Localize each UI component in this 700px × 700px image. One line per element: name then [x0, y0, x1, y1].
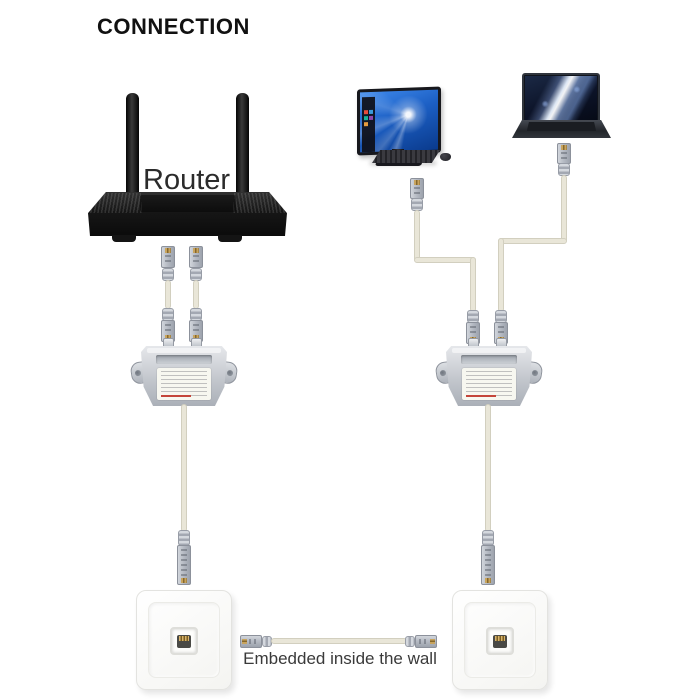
splitter-slot [461, 355, 517, 364]
rj45-wall-jack-icon [170, 627, 198, 655]
jack-opening [493, 635, 507, 648]
splitter-body [446, 346, 532, 406]
splitter-wiring-label [157, 368, 211, 400]
rj45-plug-icon [557, 143, 571, 164]
splitter-wiring-label [462, 368, 516, 400]
wall-plate-inner-frame [148, 602, 220, 678]
router-icon [88, 192, 287, 236]
router-antenna-right-icon [236, 93, 249, 195]
desktop-computer-icon [352, 86, 462, 176]
rj45-plug-icon [189, 246, 203, 268]
page-title: CONNECTION [97, 14, 250, 39]
ethernet-cable [470, 257, 476, 312]
router-vent-right [233, 193, 285, 213]
wall-plate-inner-frame [464, 602, 536, 678]
ethernet-cable [561, 175, 567, 243]
router-top-panel [140, 195, 236, 212]
router-antenna-left-icon [126, 93, 139, 195]
rj45-plug-icon [161, 246, 175, 268]
rj45-plug-icon [177, 545, 191, 585]
cable-boot [405, 636, 415, 647]
cable-boot [178, 530, 190, 546]
laptop-keyboard-base [512, 120, 611, 138]
label-red-mark [161, 395, 191, 397]
ethernet-cable [181, 404, 187, 532]
ethernet-cable [414, 257, 476, 263]
laptop-wallpaper [525, 76, 597, 121]
ethernet-cable [485, 404, 491, 532]
router-vent-left [90, 193, 142, 213]
windows-wallpaper [360, 89, 438, 153]
rj45-wall-jack-icon [486, 627, 514, 655]
in-wall-ethernet-cable [271, 638, 407, 644]
rj45-plug-icon [410, 178, 424, 199]
cable-boot [482, 530, 494, 546]
laptop-icon [509, 70, 614, 140]
wall-cable-caption: Embedded inside the wall [243, 649, 437, 668]
router-foot-right [218, 235, 242, 242]
splitter-slot [156, 355, 212, 364]
ethernet-splitter-left [129, 338, 239, 406]
rj45-plug-icon [240, 635, 262, 648]
router-label: Router [143, 164, 231, 196]
splitter-body [141, 346, 227, 406]
splitter-rim [147, 348, 221, 353]
wall-plate-right [452, 590, 548, 690]
rj45-plug-icon [481, 545, 495, 585]
ethernet-cable [414, 210, 420, 262]
wall-plate-left [136, 590, 232, 690]
ethernet-cable [165, 280, 171, 309]
rj45-plug-icon [415, 635, 437, 648]
start-menu-strip [362, 96, 375, 153]
splitter-rim [452, 348, 526, 353]
ethernet-cable [498, 238, 504, 312]
ethernet-cable [498, 238, 567, 244]
label-red-mark [466, 395, 496, 397]
monitor-screen [357, 86, 441, 156]
keyboard-icon [372, 150, 440, 163]
laptop-screen [522, 73, 600, 122]
mouse-icon [440, 153, 451, 161]
jack-opening [177, 635, 191, 648]
ethernet-cable [193, 280, 199, 309]
ethernet-splitter-right [434, 338, 544, 406]
router-foot-left [112, 235, 136, 242]
keyboard-shadow [370, 161, 436, 165]
